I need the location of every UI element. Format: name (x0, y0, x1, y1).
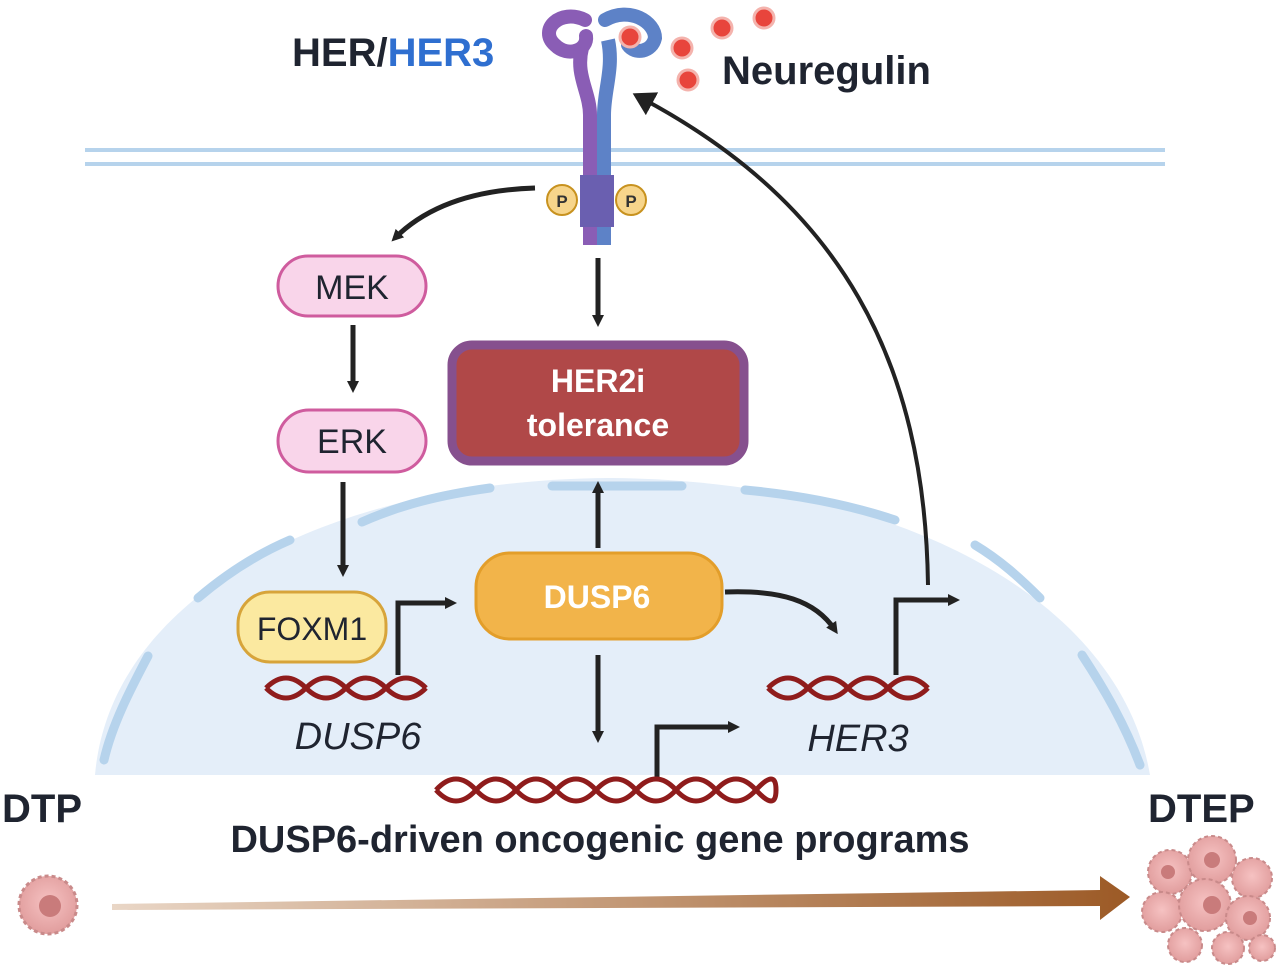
gene-label-dusp6: DUSP6 (295, 716, 423, 758)
gene-label-her3: HER3 (807, 718, 908, 760)
foxm1-node: FOXM1 (236, 590, 388, 664)
mek-label: MEK (315, 269, 389, 307)
erk-node: ERK (276, 408, 428, 474)
tss-arrow-dusp6 (395, 597, 457, 675)
dtep-label: DTEP (1148, 787, 1255, 831)
tss-arrow-her3 (893, 594, 960, 675)
ligand-dot (670, 36, 694, 60)
phosphate-left: P (546, 184, 578, 216)
ligand-dot (676, 68, 700, 92)
tolerance-line1: HER2i (551, 363, 645, 399)
cell-membrane (85, 148, 1165, 166)
dna-programs (434, 776, 779, 804)
dna-dusp6 (264, 675, 428, 701)
arrow-receptor-to-mek (391, 185, 536, 242)
ligand-dot (752, 6, 776, 30)
tss-arrow-programs (654, 721, 740, 778)
her-her3-receptor (542, 7, 663, 245)
dna-her3 (766, 675, 930, 701)
arrow-her3-to-receptor (632, 92, 930, 586)
dtp-cell (17, 874, 79, 936)
foxm1-label: FOXM1 (257, 611, 367, 647)
ligand-dot (710, 16, 734, 40)
her-her3-label: HER/HER3 (292, 31, 494, 75)
her2i-tolerance-node: HER2i tolerance (447, 340, 749, 466)
timeline-arrow (112, 876, 1130, 920)
dusp6-label: DUSP6 (544, 579, 651, 615)
erk-label: ERK (317, 423, 387, 461)
svg-text:P: P (625, 192, 636, 211)
svg-text:P: P (556, 192, 567, 211)
tolerance-line2: tolerance (527, 407, 669, 443)
arrow-dusp6-to-her3 (724, 589, 838, 635)
dtep-cell-cluster (1141, 835, 1276, 965)
phosphate-right: P (615, 184, 647, 216)
dusp6-node: DUSP6 (474, 551, 724, 641)
neuregulin-ligands (618, 6, 776, 92)
gene-programs-label: DUSP6-driven oncogenic gene programs (230, 819, 969, 861)
mek-node: MEK (276, 254, 428, 318)
neuregulin-label: Neuregulin (722, 49, 931, 93)
ligand-dot (618, 25, 642, 49)
dtp-label: DTP (2, 787, 82, 831)
